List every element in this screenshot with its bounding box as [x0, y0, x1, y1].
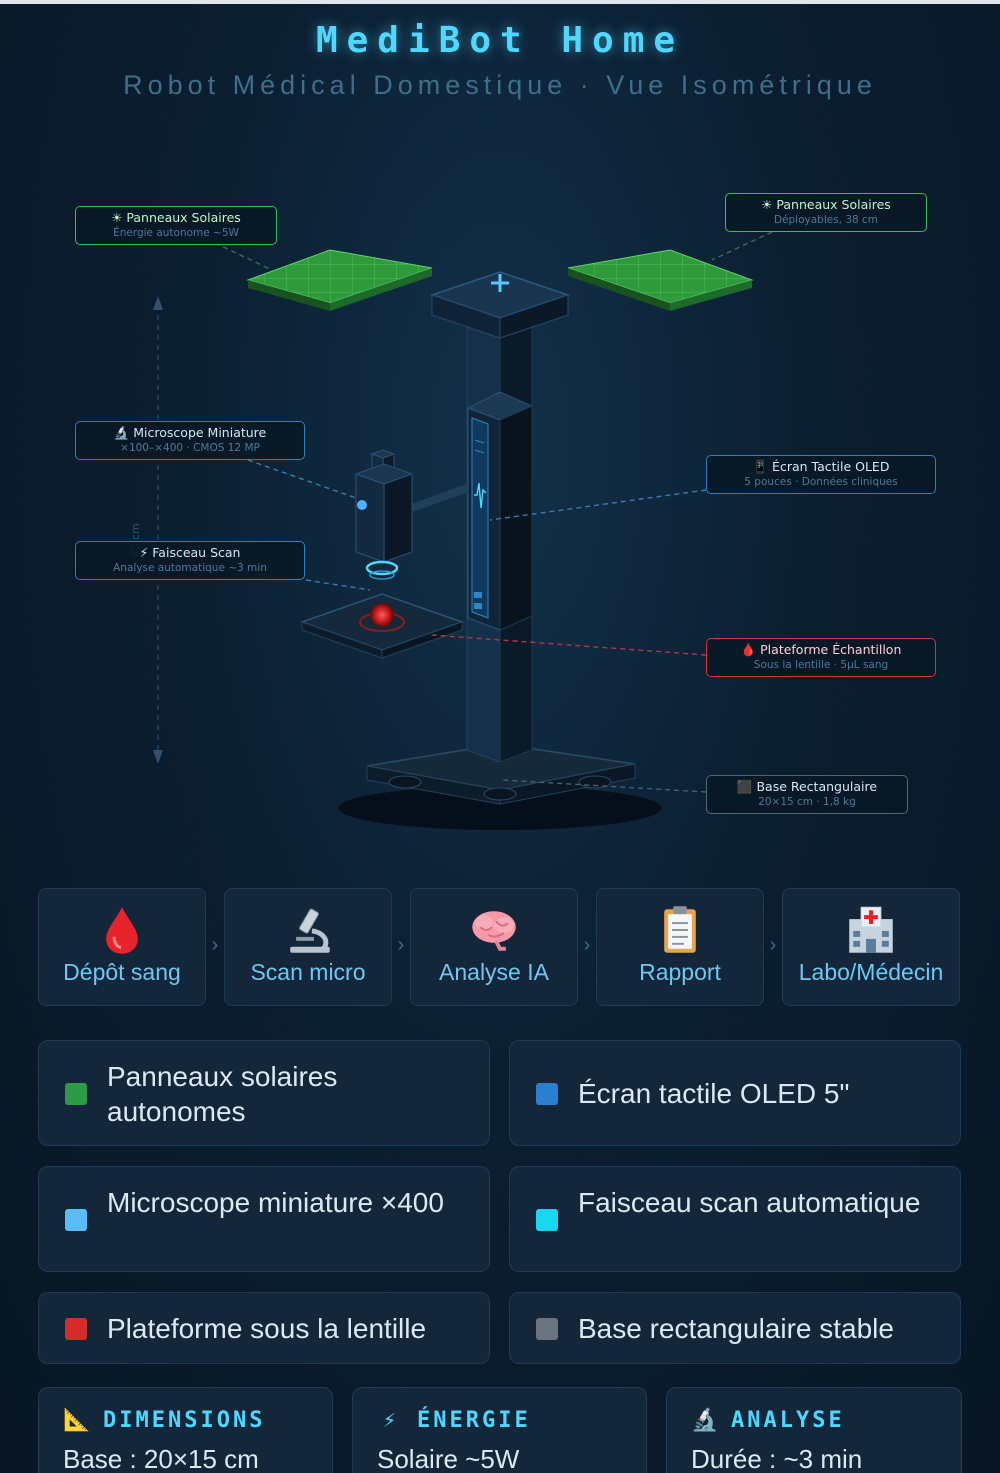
legend-item-solar: Panneaux solaires autonomes	[38, 1040, 490, 1146]
hospital-icon	[849, 906, 893, 953]
label-solar-right: ☀ Panneaux Solaires Déployables, 38 cm	[725, 193, 927, 232]
label-screen-sub: 5 pouces · Données cliniques	[744, 476, 898, 488]
solar-panel-left	[246, 249, 433, 311]
microscope-module	[354, 449, 414, 580]
step-label: Scan micro	[250, 959, 366, 985]
step-lab-doctor: Labo/Médecin	[782, 888, 960, 1006]
lightning-icon: ⚡	[382, 1408, 400, 1433]
label-base-sub: 20×15 cm · 1,8 kg	[758, 796, 856, 808]
clipboard-icon	[664, 906, 696, 953]
label-solar-right-sub: Déployables, 38 cm	[773, 214, 879, 226]
step-label: Analyse IA	[439, 959, 549, 985]
base-shadow	[338, 786, 662, 830]
legend-item-beam: Faisceau scan automatique	[509, 1166, 961, 1272]
step-report: Rapport	[596, 888, 764, 1006]
stat-energy: ⚡ ÉNERGIE Solaire ~5W	[352, 1387, 647, 1473]
label-beam: ⚡ Faisceau Scan Analyse automatique ~3 m…	[75, 541, 305, 580]
legend-item-base: Base rectangulaire stable	[509, 1292, 961, 1364]
step-micro-scan: Scan micro	[224, 888, 392, 1006]
page-title: MediBot Home	[315, 20, 685, 61]
legend-label: Écran tactile OLED 5"	[578, 1078, 850, 1109]
flow-arrow: ›	[769, 934, 777, 956]
flow-arrow: ›	[211, 934, 219, 956]
label-solar-left-title: ☀ Panneaux Solaires	[111, 210, 241, 225]
legend-label: Base rectangulaire stable	[578, 1313, 894, 1344]
blood-drop-icon	[106, 907, 138, 954]
oled-screen-module	[466, 391, 534, 631]
label-microscope-title: 🔬 Microscope Miniature	[113, 425, 267, 440]
legend-swatch	[65, 1318, 87, 1340]
flow-arrow: ›	[397, 934, 405, 956]
microscope-arm	[410, 484, 469, 512]
label-beam-title: ⚡ Faisceau Scan	[139, 545, 241, 560]
legend-swatch	[65, 1209, 87, 1231]
label-platform: 🩸 Plateforme Échantillon Sous la lentill…	[706, 638, 936, 677]
stat-analysis: 🔬 ANALYSE Durée : ~3 min	[666, 1387, 962, 1473]
robot-base	[366, 743, 636, 805]
sample-platform	[299, 593, 465, 659]
stat-heading-text: ANALYSE	[731, 1408, 845, 1433]
indicator-light	[357, 500, 367, 510]
microscope-icon	[290, 908, 330, 954]
stat-heading: 🔬 ANALYSE	[691, 1408, 845, 1433]
label-base: ⬛ Base Rectangulaire 20×15 cm · 1,8 kg	[706, 775, 908, 814]
top-edge	[0, 0, 1000, 4]
legend-swatch	[65, 1083, 87, 1105]
robot-illustration: ~45 cm	[129, 231, 773, 830]
label-solar-left: ☀ Panneaux Solaires Énergie autonome ~5W	[75, 206, 277, 245]
robot-diagram: ~45 cm	[0, 110, 1000, 870]
lens-ring	[365, 560, 399, 576]
flow-arrow: ›	[583, 934, 591, 956]
stat-heading-text: ÉNERGIE	[417, 1408, 531, 1433]
solar-panel-right	[567, 249, 754, 311]
ruler-icon: 📐	[63, 1408, 94, 1433]
legend-item-platform: Plateforme sous la lentille	[38, 1292, 490, 1364]
brain-icon	[472, 911, 516, 951]
label-solar-right-title: ☀ Panneaux Solaires	[761, 197, 891, 212]
legend-label: Microscope miniature ×400	[107, 1187, 444, 1218]
step-label: Rapport	[639, 959, 721, 985]
workflow-steps: Dépôt sang › Scan micro › Analyse IA ›	[38, 888, 962, 1008]
legend-item-microscope: Microscope miniature ×400	[38, 1166, 490, 1272]
stat-value: Durée : ~3 min	[691, 1444, 863, 1473]
heartbeat-icon	[474, 482, 487, 509]
stat-value: Base : 20×15 cm	[63, 1444, 259, 1473]
robot-top-cap	[429, 271, 571, 339]
label-beam-sub: Analyse automatique ~3 min	[113, 562, 267, 574]
medical-cross-icon	[491, 274, 509, 292]
legend-label: Plateforme sous la lentille	[107, 1313, 427, 1344]
microscope-icon: 🔬	[691, 1408, 722, 1433]
connector-lines	[214, 231, 773, 793]
blood-sample	[370, 603, 394, 627]
legend-label: Panneaux solaires autonomes	[107, 1061, 338, 1127]
legend-swatch	[536, 1318, 558, 1340]
stat-value: Solaire ~5W	[377, 1444, 520, 1473]
label-platform-sub: Sous la lentille · 5µL sang	[753, 659, 889, 671]
step-ai-analysis: Analyse IA	[410, 888, 578, 1006]
label-screen: 📱 Écran Tactile OLED 5 pouces · Données …	[706, 455, 936, 494]
legend-label: Faisceau scan automatique	[578, 1187, 921, 1218]
height-dimension: ~45 cm	[129, 296, 163, 764]
label-microscope: 🔬 Microscope Miniature ×100–×400 · CMOS …	[75, 421, 305, 460]
page-subtitle: Robot Médical Domestique · Vue Isométriq…	[123, 70, 877, 100]
step-label: Dépôt sang	[63, 959, 181, 985]
step-blood-deposit: Dépôt sang	[38, 888, 206, 1006]
stat-dimensions: 📐 DIMENSIONS Base : 20×15 cm	[38, 1387, 333, 1473]
stat-heading-text: DIMENSIONS	[103, 1408, 266, 1433]
label-base-title: ⬛ Base Rectangulaire	[736, 779, 878, 794]
label-solar-left-sub: Énergie autonome ~5W	[113, 227, 239, 239]
legend-item-screen: Écran tactile OLED 5"	[509, 1040, 961, 1146]
legend-swatch	[536, 1083, 558, 1105]
stat-heading: ⚡ ÉNERGIE	[377, 1408, 531, 1433]
step-label: Labo/Médecin	[798, 959, 944, 985]
stat-heading: 📐 DIMENSIONS	[63, 1408, 265, 1433]
label-platform-title: 🩸 Plateforme Échantillon	[740, 642, 902, 657]
label-microscope-sub: ×100–×400 · CMOS 12 MP	[120, 442, 260, 454]
label-screen-title: 📱 Écran Tactile OLED	[752, 459, 890, 474]
legend-swatch	[536, 1209, 558, 1231]
